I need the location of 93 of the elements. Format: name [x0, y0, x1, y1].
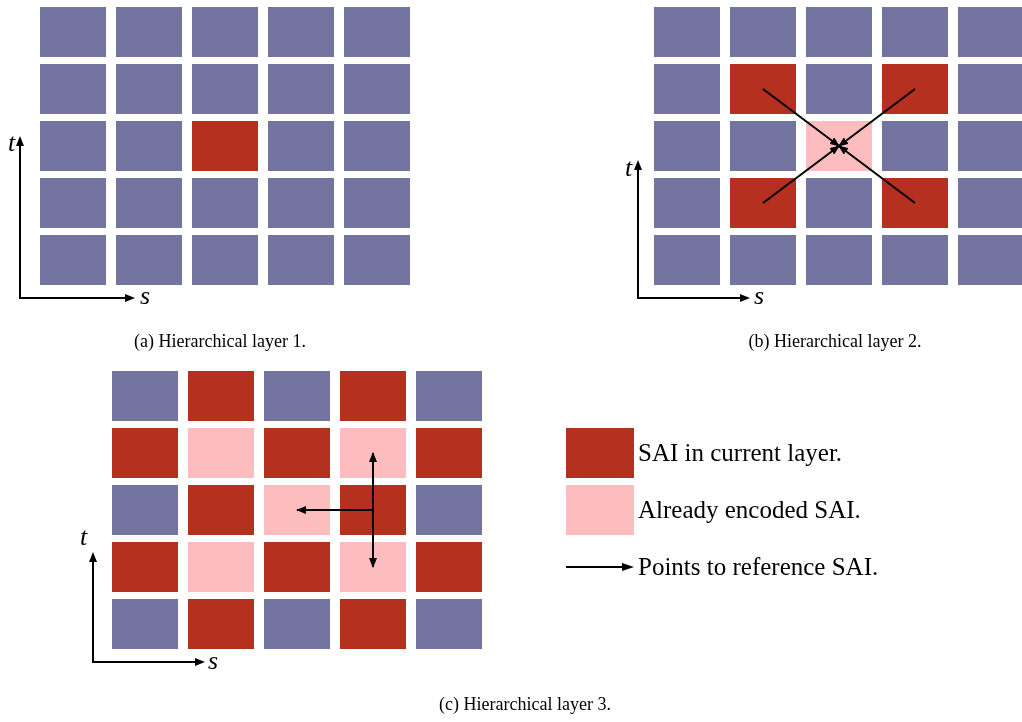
- caption: (a) Hierarchical layer 1.: [134, 332, 306, 350]
- view-tile: [264, 371, 330, 421]
- view-tile: [806, 178, 872, 228]
- view-tile: [416, 485, 482, 535]
- view-tile: [654, 235, 720, 285]
- view-tile: [344, 7, 410, 57]
- view-tile: [264, 428, 330, 478]
- view-tile: [268, 121, 334, 171]
- view-tile: [192, 235, 258, 285]
- axis-label: t: [80, 524, 88, 550]
- axis-label: t: [625, 155, 633, 181]
- view-tile: [188, 371, 254, 421]
- view-tile: [806, 7, 872, 57]
- arrow: [838, 145, 916, 204]
- view-tile: [192, 64, 258, 114]
- view-tile: [268, 178, 334, 228]
- caption: (b) Hierarchical layer 2.: [748, 332, 922, 350]
- view-tile: [654, 178, 720, 228]
- view-tile: [416, 428, 482, 478]
- view-tile: [958, 235, 1022, 285]
- view-tile: [958, 121, 1022, 171]
- view-tile: [882, 235, 948, 285]
- view-tile: [344, 64, 410, 114]
- legend-text: Points to reference SAI.: [638, 552, 879, 583]
- view-tile: [112, 428, 178, 478]
- arrow: [762, 145, 840, 204]
- view-tile: [882, 178, 948, 228]
- axis-label: s: [754, 283, 765, 309]
- view-tile: [344, 178, 410, 228]
- arrow: [369, 509, 377, 568]
- view-tile: [188, 485, 254, 535]
- legend-text: SAI in current layer.: [638, 438, 843, 469]
- axis-label: s: [140, 283, 151, 309]
- arrow: [762, 88, 840, 147]
- view-tile: [40, 178, 106, 228]
- view-tile: [958, 64, 1022, 114]
- view-tile: [188, 542, 254, 592]
- view-tile: [116, 64, 182, 114]
- arrow: [838, 88, 916, 147]
- legend-text: Already encoded SAI.: [638, 495, 861, 526]
- view-tile: [806, 235, 872, 285]
- view-tile: [340, 428, 406, 478]
- view-tile: [730, 7, 796, 57]
- view-tile: [192, 121, 258, 171]
- view-tile: [806, 64, 872, 114]
- view-tile: [416, 371, 482, 421]
- axis-label: s: [208, 648, 219, 674]
- view-tile: [416, 599, 482, 649]
- view-tile: [344, 235, 410, 285]
- view-tile: [192, 178, 258, 228]
- view-tile: [654, 121, 720, 171]
- view-tile: [730, 121, 796, 171]
- view-tile: [112, 542, 178, 592]
- view-tile: [730, 64, 796, 114]
- view-tile: [112, 485, 178, 535]
- view-tile: [340, 599, 406, 649]
- view-tile: [40, 7, 106, 57]
- view-tile: [340, 371, 406, 421]
- view-tile: [112, 599, 178, 649]
- view-tile: [116, 178, 182, 228]
- view-tile: [264, 542, 330, 592]
- view-tile: [188, 599, 254, 649]
- view-tile: [188, 428, 254, 478]
- view-tile: [192, 7, 258, 57]
- caption: (c) Hierarchical layer 3.: [439, 695, 611, 713]
- view-tile: [654, 7, 720, 57]
- view-tile: [268, 235, 334, 285]
- view-tile: [730, 235, 796, 285]
- view-tile: [340, 485, 406, 535]
- view-tile: [268, 64, 334, 114]
- view-tile: [264, 599, 330, 649]
- view-tile: [112, 371, 178, 421]
- view-tile: [882, 7, 948, 57]
- view-tile: [344, 121, 410, 171]
- view-tile: [264, 485, 330, 535]
- view-tile: [882, 121, 948, 171]
- view-tile: [416, 542, 482, 592]
- view-tile: [116, 7, 182, 57]
- view-tile: [116, 121, 182, 171]
- view-tile: [40, 121, 106, 171]
- view-tile: [40, 64, 106, 114]
- view-tile: [116, 235, 182, 285]
- view-tile: [882, 64, 948, 114]
- arrow: [369, 452, 377, 511]
- view-tile: [40, 235, 106, 285]
- axis-label: t: [8, 130, 16, 156]
- view-tile: [958, 7, 1022, 57]
- arrow: [296, 506, 374, 514]
- view-tile: [340, 542, 406, 592]
- view-tile: [730, 178, 796, 228]
- view-tile: [654, 64, 720, 114]
- view-tile: [268, 7, 334, 57]
- view-tile: [958, 178, 1022, 228]
